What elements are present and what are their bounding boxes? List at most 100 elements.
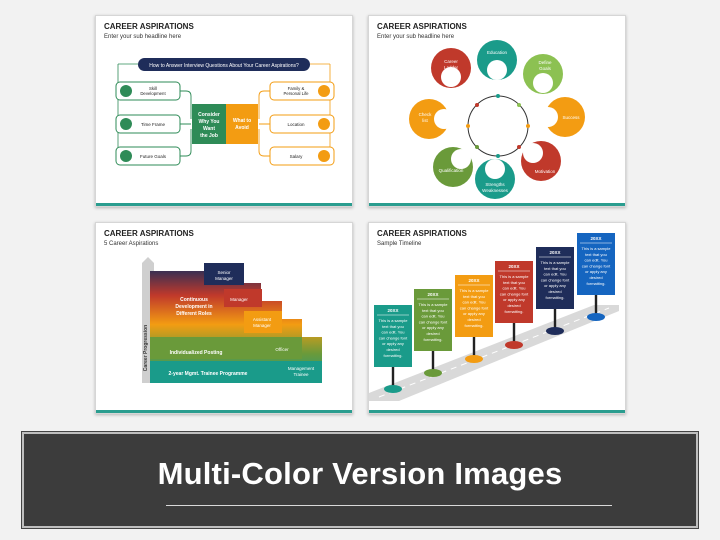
sign-text-line: or apply any (544, 283, 566, 288)
sign-text-line: desired (589, 275, 602, 280)
svg-text:Trainee: Trainee (293, 372, 309, 377)
svg-text:Avoid: Avoid (235, 125, 249, 131)
svg-text:Salary: Salary (290, 154, 304, 159)
sign-year: 20XX (590, 236, 601, 241)
sign-text-line: formatting. (465, 323, 484, 328)
left-item-time: Time Frame (115, 114, 181, 134)
right-item-family: Family & Personal Life (269, 81, 335, 101)
node-motivation: Motivation (521, 141, 561, 181)
sign-text-line: can change font (500, 291, 529, 296)
svg-text:Assistant: Assistant (253, 317, 272, 322)
sign-text-line: This is a sample (582, 246, 612, 251)
right-item-salary: Salary (269, 146, 335, 166)
svg-text:Ladder: Ladder (444, 65, 459, 70)
svg-text:Development in: Development in (175, 304, 212, 310)
node-qualification: Qualification (433, 147, 473, 187)
sign-text-line: desired (386, 347, 399, 352)
svg-text:Continuous: Continuous (180, 297, 208, 303)
sign-text-line: or apply any (382, 341, 404, 346)
svg-text:Different Roles: Different Roles (176, 311, 212, 317)
slide-interview-questions[interactable]: CAREER ASPIRATIONS Enter your sub headli… (95, 15, 353, 207)
slide-subtitle: Enter your sub headline here (104, 34, 182, 40)
slide-subtitle: Enter your sub headline here (377, 34, 455, 40)
sign-year: 20XX (387, 308, 398, 313)
sign-year: 20XX (549, 250, 560, 255)
svg-text:the Job: the Job (200, 133, 218, 139)
slide-subtitle: Sample Timeline (377, 241, 422, 247)
center-consider (192, 104, 226, 144)
svg-text:list: list (422, 118, 428, 123)
svg-text:Family &: Family & (288, 86, 305, 91)
sign-text-line: This is a sample (379, 318, 409, 323)
staircase-diagram: Career Progression Individualized Postin… (142, 257, 322, 383)
sign-text-line: text that you (422, 308, 444, 313)
sign-text-line: formatting. (424, 337, 443, 342)
svg-text:Strengths: Strengths (485, 182, 505, 187)
sign-text-line: can edit. You (382, 330, 405, 335)
svg-text:Location: Location (287, 122, 305, 127)
slide-title: CAREER ASPIRATIONS (377, 22, 467, 31)
svg-text:Goals: Goals (539, 66, 552, 71)
sign-text-line: text that you (463, 294, 485, 299)
slide-staircase[interactable]: CAREER ASPIRATIONS 5 Career Aspirations … (95, 222, 353, 414)
banner: Multi-Color Version Images (22, 432, 698, 528)
sign-text-line: can edit. You (463, 300, 486, 305)
sign-text-line: can change font (582, 263, 611, 268)
svg-text:Education: Education (487, 50, 508, 55)
svg-text:Consider: Consider (198, 112, 220, 118)
svg-text:Define: Define (538, 60, 552, 65)
sign-text-line: formatting. (384, 353, 403, 358)
sign-text-line: text that you (544, 266, 566, 271)
svg-text:What to: What to (233, 118, 251, 124)
sign-text-line: text that you (382, 324, 404, 329)
question-text: How to Answer Interview Questions About … (149, 63, 299, 69)
svg-text:Want: Want (203, 126, 215, 132)
svg-text:Career: Career (444, 59, 458, 64)
sign-text-line: or apply any (585, 269, 607, 274)
banner-divider (166, 505, 612, 506)
interview-diagram: How to Answer Interview Questions About … (115, 58, 335, 166)
sign-text-line: formatting. (587, 281, 606, 286)
sign-text-line: or apply any (463, 311, 485, 316)
sign-text-line: This is a sample (500, 274, 530, 279)
sign-text-line: or apply any (422, 325, 444, 330)
node-success: Success (538, 97, 585, 137)
svg-text:Officer: Officer (275, 347, 289, 352)
node-education: Education (477, 40, 517, 80)
sign-text-line: can change font (379, 335, 408, 340)
svg-text:Senior: Senior (217, 270, 231, 275)
svg-text:Personal Life: Personal Life (283, 91, 309, 96)
sign-text-line: can edit. You (503, 286, 526, 291)
sign-text-line: formatting. (546, 295, 565, 300)
svg-text:Manager: Manager (215, 276, 233, 281)
sign-text-line: desired (548, 289, 561, 294)
slide-circle-diagram[interactable]: CAREER ASPIRATIONS Enter your sub headli… (368, 15, 626, 207)
sign-year: 20XX (508, 264, 519, 269)
sign-year: 20XX (427, 292, 438, 297)
sign-text-line: text that you (585, 252, 607, 257)
svg-text:Individualized Posting: Individualized Posting (170, 350, 223, 356)
left-item-future: Future Goals (115, 146, 181, 166)
svg-text:2-year Mgmt. Trainee Programme: 2-year Mgmt. Trainee Programme (169, 371, 248, 377)
sign-text-line: desired (467, 317, 480, 322)
svg-text:Motivation: Motivation (535, 169, 556, 174)
future-label: Future Goals (140, 154, 167, 159)
question-pill (138, 58, 310, 71)
svg-text:Qualification: Qualification (439, 168, 464, 173)
sign-text-line: can edit. You (422, 314, 445, 319)
right-item-location: Location (269, 114, 335, 134)
sign-text-line: can edit. You (544, 272, 567, 277)
svg-text:Why You: Why You (199, 119, 220, 125)
sign-text-line: This is a sample (419, 302, 449, 307)
